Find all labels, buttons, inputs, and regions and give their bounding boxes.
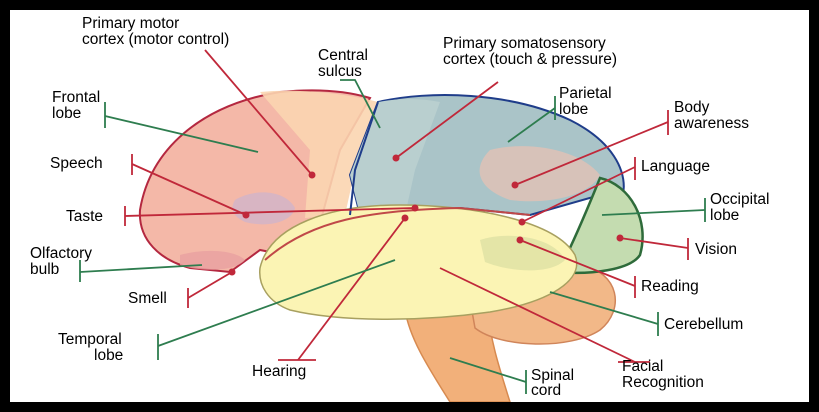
label-parietal-lobe-line2: lobe — [559, 101, 588, 118]
label-primary-somatosensory: Primary somatosensory cortex (touch & pr… — [443, 35, 617, 68]
dot-body-awareness — [512, 182, 519, 189]
label-central-sulcus-line1: Central — [318, 47, 368, 64]
label-taste: Taste — [66, 208, 103, 225]
pointer-olfactory-bulb — [80, 265, 202, 272]
label-olfactory-bulb: Olfactory bulb — [30, 245, 96, 278]
label-frontal-lobe-line2: lobe — [52, 105, 81, 122]
dot-primary-motor — [309, 172, 316, 179]
label-parietal-lobe-line1: Parietal — [559, 85, 612, 102]
label-frontal-lobe: Frontal lobe — [52, 89, 105, 122]
label-primary-motor: Primary motor cortex (motor control) — [82, 15, 229, 48]
dot-speech — [243, 212, 250, 219]
label-smell: Smell — [128, 290, 167, 307]
brain-anatomy — [140, 90, 643, 402]
dot-smell — [229, 269, 236, 276]
diagram-canvas: Primary motor cortex (motor control) Cen… — [10, 10, 809, 402]
dot-vision — [617, 235, 624, 242]
label-primary-motor-line1: Primary motor — [82, 15, 179, 32]
label-speech: Speech — [50, 155, 103, 172]
label-cerebellum: Cerebellum — [664, 316, 743, 333]
label-temporal-lobe-line1: Temporal — [58, 331, 122, 348]
label-hearing: Hearing — [252, 363, 306, 380]
label-occipital-lobe-line2: lobe — [710, 207, 739, 224]
label-central-sulcus-line2: sulcus — [318, 63, 362, 80]
label-occipital-lobe-line1: Occipital — [710, 191, 769, 208]
label-body-awareness-line1: Body — [674, 99, 710, 116]
label-body-awareness: Body awareness — [674, 99, 749, 132]
label-olfactory-bulb-line2: bulb — [30, 261, 59, 278]
label-primary-somatosensory-line2: cortex (touch & pressure) — [443, 51, 617, 68]
dot-language — [519, 219, 526, 226]
dot-reading — [517, 237, 524, 244]
label-temporal-lobe-line2: lobe — [94, 347, 123, 364]
label-language: Language — [641, 158, 710, 175]
label-central-sulcus: Central sulcus — [318, 47, 372, 80]
pointer-smell — [188, 272, 232, 298]
label-vision: Vision — [695, 241, 737, 258]
label-reading: Reading — [641, 278, 699, 295]
label-body-awareness-line2: awareness — [674, 115, 749, 132]
label-spinal-cord-line2: cord — [531, 382, 561, 399]
dot-hearing — [402, 215, 409, 222]
label-facial-recognition-line2: Recognition — [622, 374, 704, 391]
dot-primary-somatosensory — [393, 155, 400, 162]
label-temporal-lobe: Temporal lobe — [58, 331, 126, 364]
dot-taste — [412, 205, 419, 212]
label-occipital-lobe: Occipital lobe — [710, 191, 774, 224]
label-parietal-lobe: Parietal lobe — [559, 85, 616, 118]
brain-diagram: Primary motor cortex (motor control) Cen… — [10, 10, 809, 402]
label-facial-recognition: Facial Recognition — [622, 358, 704, 391]
label-frontal-lobe-line1: Frontal — [52, 89, 100, 106]
label-primary-motor-line2: cortex (motor control) — [82, 31, 229, 48]
label-primary-somatosensory-line1: Primary somatosensory — [443, 35, 606, 52]
label-facial-recognition-line1: Facial — [622, 358, 663, 375]
label-olfactory-bulb-line1: Olfactory — [30, 245, 92, 262]
label-spinal-cord: Spinal cord — [531, 367, 578, 399]
